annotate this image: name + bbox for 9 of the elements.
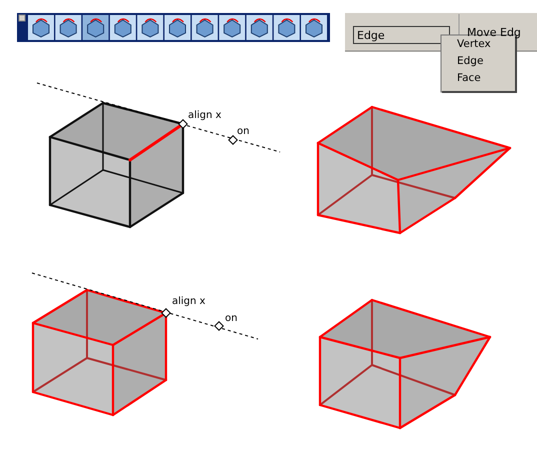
dropdown-value: Edge — [357, 29, 385, 42]
snap-label: align x — [172, 296, 206, 307]
menu-item: Face — [457, 72, 481, 84]
snap-label: align x — [188, 110, 222, 121]
panel-label: Move Edg — [467, 26, 522, 39]
snap-label: on — [225, 313, 238, 324]
menu-item: Vertex — [457, 38, 491, 50]
snap-label: on — [237, 126, 250, 137]
menu-item: Edge — [457, 55, 484, 67]
